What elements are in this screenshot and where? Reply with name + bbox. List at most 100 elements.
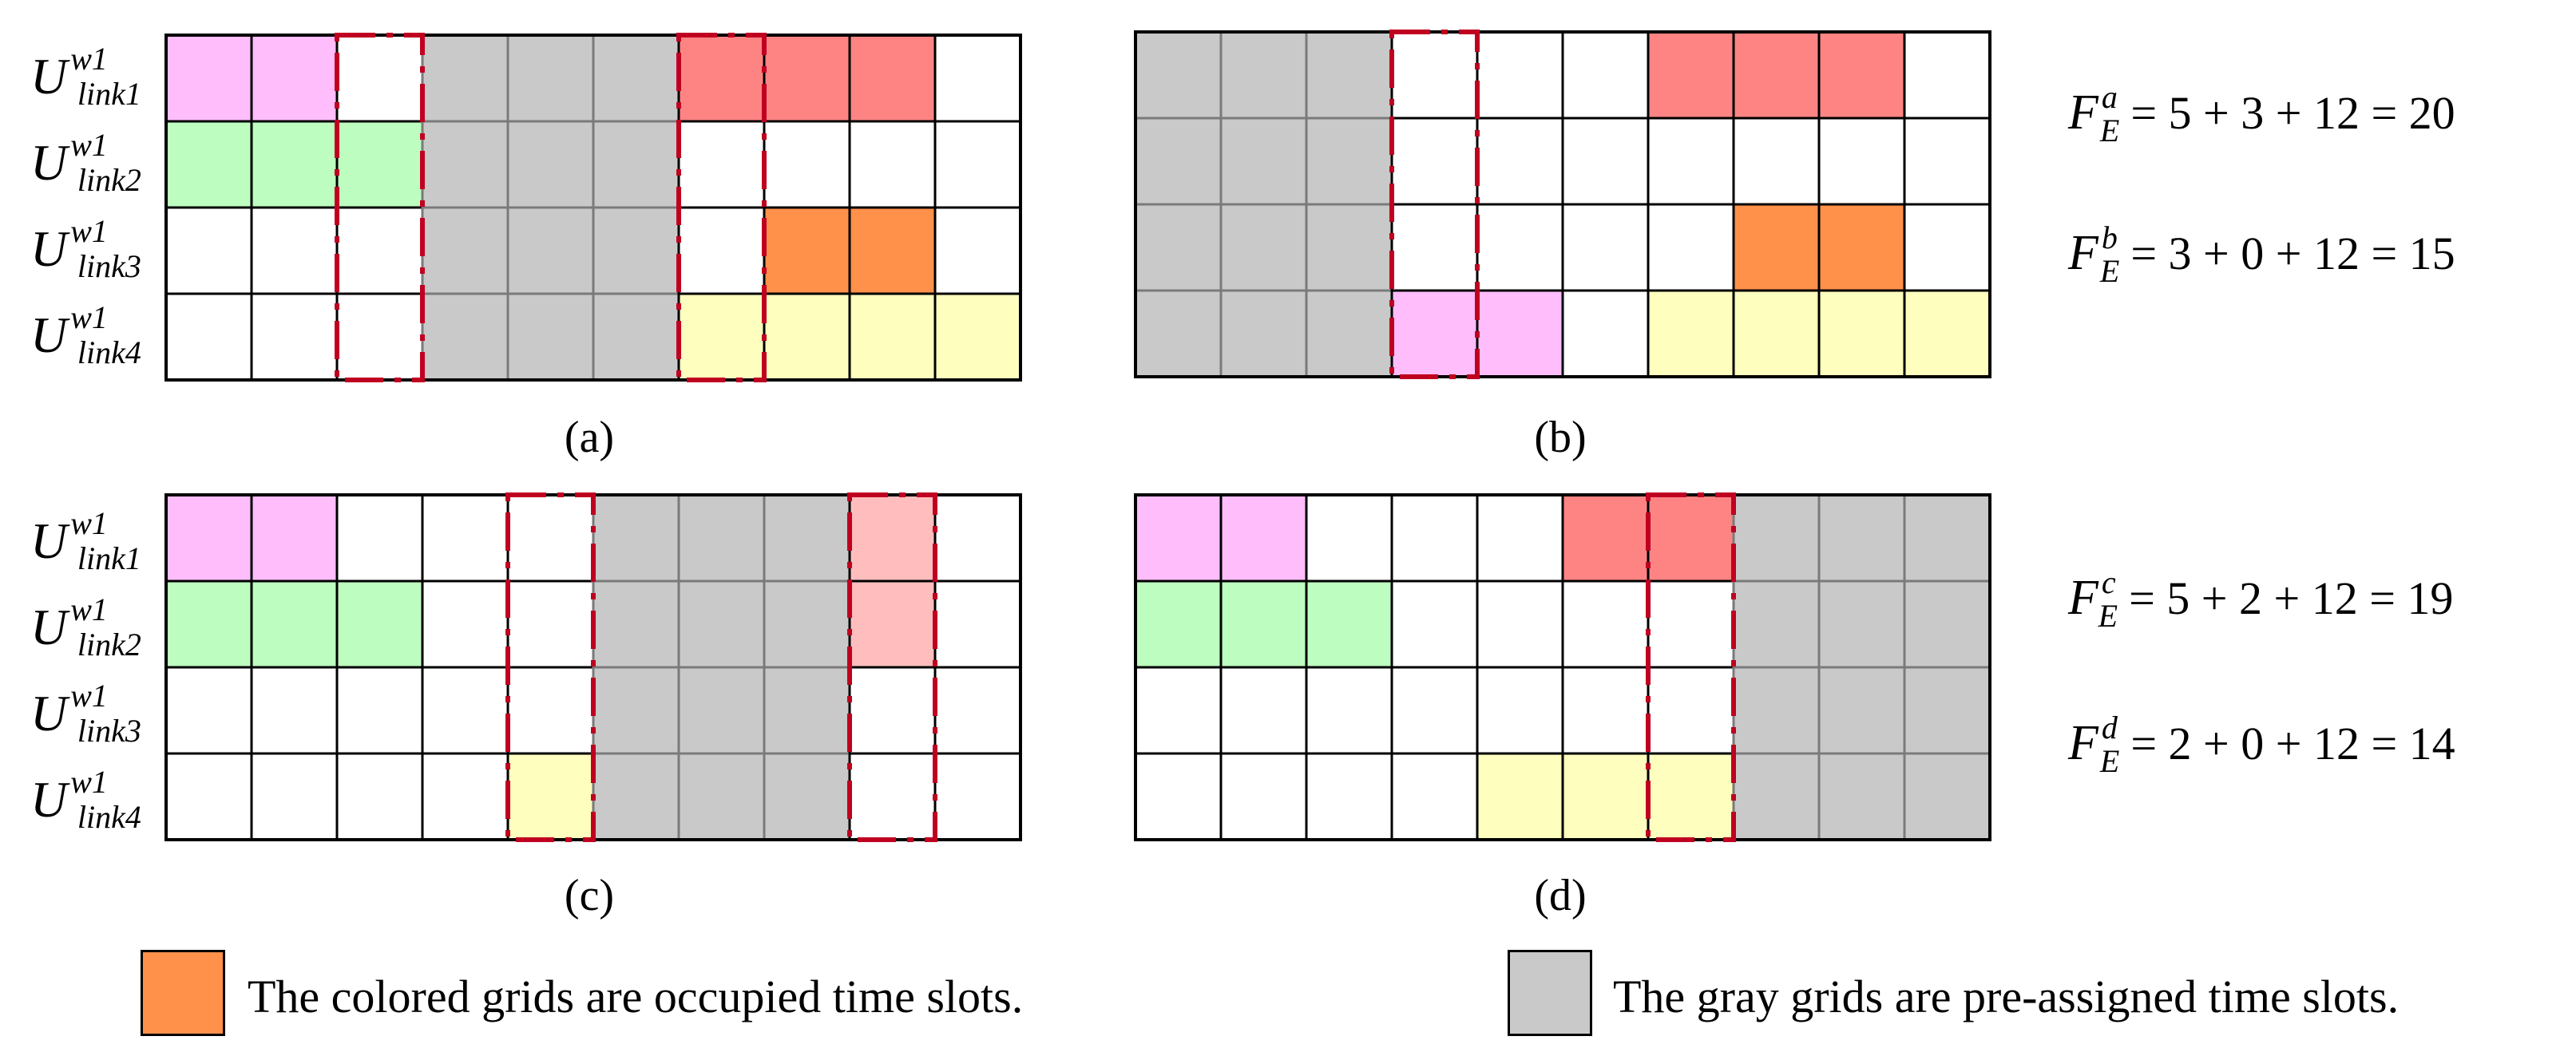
cell-c-r3-c8 (763, 666, 851, 755)
cell-a-r1-c2 (250, 34, 339, 123)
cell-d-r2-c9 (1817, 579, 1906, 669)
cell-c-r2-c6 (592, 579, 680, 669)
cell-b-r2-c10 (1903, 117, 1991, 206)
grid-panel-c (164, 492, 1022, 842)
cell-c-r2-c9 (848, 579, 937, 669)
cell-a-r4-c10 (933, 292, 1022, 382)
cell-c-r2-c5 (506, 579, 595, 669)
cell-c-r3-c1 (164, 666, 253, 755)
cell-a-r3-c2 (250, 206, 339, 295)
cell-a-r1-c8 (763, 34, 851, 123)
cell-a-r2-c8 (763, 120, 851, 209)
cell-d-r1-c4 (1390, 493, 1479, 583)
cell-a-r1-c4 (421, 34, 509, 123)
cell-d-r1-c6 (1561, 493, 1650, 583)
cell-d-r3-c6 (1561, 666, 1650, 755)
cell-c-r4-c3 (335, 752, 424, 841)
cell-d-r3-c2 (1219, 666, 1308, 755)
grid-panel-d (1134, 492, 1991, 842)
cell-d-r1-c2 (1219, 493, 1308, 583)
cell-c-r4-c10 (933, 752, 1022, 841)
dashed-column-a-3 (335, 33, 425, 382)
dashed-column-c-5 (505, 492, 596, 842)
cell-a-r4-c3 (335, 292, 424, 382)
cell-c-r4-c1 (164, 752, 253, 841)
cell-a-r3-c7 (677, 206, 766, 295)
cell-a-r4-c9 (848, 292, 937, 382)
cell-a-r3-c8 (763, 206, 851, 295)
cell-a-r3-c5 (506, 206, 595, 295)
cell-d-r2-c6 (1561, 579, 1650, 669)
cell-d-r1-c10 (1903, 493, 1991, 583)
grid-border-b (1134, 30, 1991, 378)
cell-b-r2-c3 (1305, 117, 1393, 206)
cell-b-r2-c9 (1817, 117, 1906, 206)
cell-b-r3-c2 (1219, 203, 1308, 292)
cell-b-r1-c9 (1817, 30, 1906, 120)
cell-d-r3-c9 (1817, 666, 1906, 755)
cell-c-r1-c2 (250, 493, 339, 583)
dashed-column-b-4 (1389, 30, 1480, 379)
cell-a-r1-c5 (506, 34, 595, 123)
cell-a-r4-c2 (250, 292, 339, 382)
cell-d-r3-c8 (1732, 666, 1821, 755)
cell-c-r3-c7 (677, 666, 766, 755)
cell-a-r2-c10 (933, 120, 1022, 209)
cell-c-r1-c8 (763, 493, 851, 583)
cell-c-r3-c10 (933, 666, 1022, 755)
cell-b-r4-c3 (1305, 289, 1393, 378)
cell-d-r1-c3 (1305, 493, 1393, 583)
cell-a-r2-c4 (421, 120, 509, 209)
cell-c-r4-c7 (677, 752, 766, 841)
cell-b-r3-c10 (1903, 203, 1991, 292)
cell-a-r2-c3 (335, 120, 424, 209)
cell-b-r4-c6 (1561, 289, 1650, 378)
caption-a: (a) (564, 413, 615, 462)
cell-c-r2-c1 (164, 579, 253, 669)
cell-c-r1-c10 (933, 493, 1022, 583)
cell-b-r3-c4 (1390, 203, 1479, 292)
dashed-column-c-9 (847, 492, 937, 842)
cell-c-r3-c6 (592, 666, 680, 755)
grid-panel-b (1134, 30, 1991, 379)
cell-b-r2-c2 (1219, 117, 1308, 206)
cell-a-r4-c5 (506, 292, 595, 382)
cell-a-r1-c9 (848, 34, 937, 123)
cell-d-r4-c5 (1476, 752, 1564, 841)
grid-border-a (164, 34, 1022, 382)
cell-a-r2-c2 (250, 120, 339, 209)
cell-b-r4-c1 (1134, 289, 1223, 378)
cell-d-r2-c7 (1647, 579, 1735, 669)
cell-b-r1-c3 (1305, 30, 1393, 120)
cell-a-r3-c9 (848, 206, 937, 295)
cell-b-r1-c6 (1561, 30, 1650, 120)
cell-b-r1-c5 (1476, 30, 1564, 120)
cell-a-r3-c1 (164, 206, 253, 295)
cell-c-r1-c7 (677, 493, 766, 583)
cell-c-r3-c2 (250, 666, 339, 755)
cell-c-r4-c2 (250, 752, 339, 841)
cell-d-r2-c8 (1732, 579, 1821, 669)
cell-d-r2-c1 (1134, 579, 1223, 669)
cell-b-r4-c8 (1732, 289, 1821, 378)
cell-d-r3-c4 (1390, 666, 1479, 755)
cell-c-r4-c5 (506, 752, 595, 841)
cell-d-r3-c7 (1647, 666, 1735, 755)
cell-a-r4-c6 (592, 292, 680, 382)
cell-d-r2-c4 (1390, 579, 1479, 669)
cell-d-r1-c5 (1476, 493, 1564, 583)
cell-c-r4-c8 (763, 752, 851, 841)
cell-b-r3-c7 (1647, 203, 1735, 292)
cell-b-r4-c10 (1903, 289, 1991, 378)
cell-d-r2-c3 (1305, 579, 1393, 669)
